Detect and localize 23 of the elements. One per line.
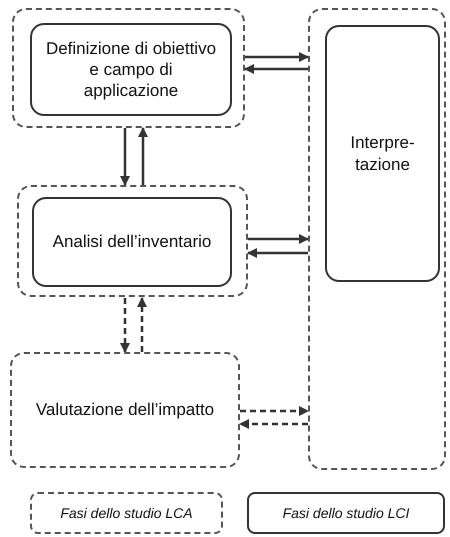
legend-label: Fasi dello studio LCI: [282, 505, 410, 521]
arrow: [248, 234, 309, 244]
arrow: [247, 248, 308, 258]
arrow: [120, 128, 130, 186]
phase-group-box: [12, 8, 245, 128]
phase-box: [325, 25, 440, 282]
phase-box: [32, 197, 232, 287]
arrow: [137, 297, 147, 352]
phase-label: Interpre- tazione: [349, 132, 416, 175]
legend-label: Fasi dello studio LCA: [60, 505, 193, 521]
arrow: [138, 127, 148, 185]
phase-label: Definizione di obiettivo e campo di applicazione: [44, 38, 218, 102]
phase-group-box: [17, 185, 248, 297]
phase-group-box: [308, 8, 446, 470]
phase-label: Valutazione dell’impatto: [34, 399, 216, 421]
phase-box-dashed: [10, 352, 240, 468]
phase-label: Analisi dell’inventario: [52, 231, 212, 253]
arrow: [240, 406, 309, 416]
arrow: [244, 64, 308, 74]
arrow: [245, 52, 309, 62]
phase-box: [30, 23, 232, 116]
arrow: [239, 419, 308, 429]
arrow: [120, 298, 130, 353]
